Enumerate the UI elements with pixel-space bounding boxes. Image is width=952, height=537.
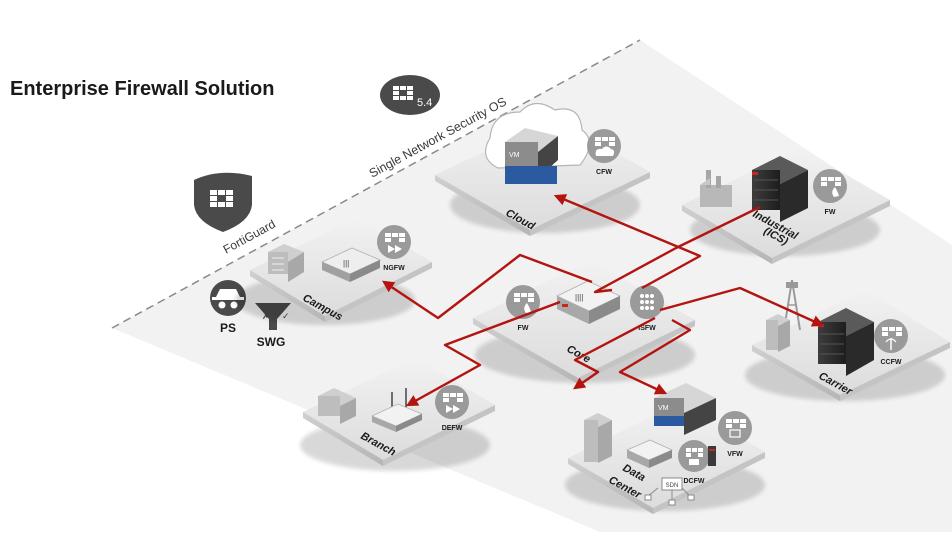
factory-icon (700, 170, 732, 207)
carrier-rack (818, 308, 874, 376)
core-isfw-badge-label: ISFW (638, 325, 656, 332)
ics-rack (752, 156, 808, 222)
datacenter-tower-icon (584, 413, 612, 463)
dcfw-appliance (626, 439, 673, 468)
swg-label: SWG (257, 335, 286, 349)
link-core-datacenter-2 (573, 316, 656, 390)
core-isfw-badge: ISFW (630, 285, 664, 332)
site-carrier: CCFW Carrier (745, 279, 950, 401)
datacenter-vm-appliance: VM (654, 383, 716, 435)
cloud-badge-label: CFW (596, 169, 612, 176)
vm-text: VM (509, 152, 520, 159)
os-version: 5.4 (417, 97, 432, 109)
cloud-badge: CFW (587, 129, 621, 176)
site-datacenter: VM DCFW VFW (565, 383, 765, 514)
site-core: |||| FW ISFW Core (473, 260, 695, 384)
vm-appliance: VM (505, 128, 558, 184)
carrier-building-icon (766, 314, 790, 352)
link-core-cloud (553, 194, 702, 290)
spy-icon (212, 289, 244, 309)
link-core-carrier (659, 286, 825, 327)
branch-router-icon (371, 388, 423, 432)
core-firewall-appliance: |||| (556, 280, 621, 324)
carrier-badge: CCFW (874, 319, 908, 366)
connection-links (382, 194, 825, 407)
server-rack-icon (708, 446, 716, 466)
link-core-industrial (593, 205, 761, 294)
core-fw-badge-label: FW (518, 325, 529, 332)
building-icon (268, 244, 304, 282)
site-cloud: VM CFW Cloud (435, 102, 650, 236)
page-title: Enterprise Firewall Solution (10, 78, 275, 100)
site-campus: ||| NGFW Campus (235, 218, 432, 325)
industrial-badge-label: FW (825, 209, 836, 216)
carrier-badge-label: CCFW (881, 359, 902, 366)
service-ps: PS (210, 280, 246, 335)
branch-badge: DEFW (435, 385, 469, 432)
link-core-campus (382, 253, 593, 320)
link-core-datacenter (618, 318, 692, 395)
core-fw-badge: FW (506, 285, 540, 332)
sdn-icon: SDN (644, 477, 695, 506)
fortinet-os-logo: 5.4 (380, 75, 440, 115)
sdn-label: SDN (666, 483, 679, 489)
datacenter-vfw-badge: VFW (718, 411, 752, 458)
link-core-branch (405, 300, 561, 407)
ngfw-appliance: ||| (321, 247, 381, 282)
svg-text:|||: ||| (343, 259, 349, 268)
dcfw-badge-label: DCFW (684, 478, 705, 485)
dc-vm-text: VM (658, 405, 669, 412)
ps-label: PS (220, 321, 236, 335)
industrial-badge: FW (813, 169, 847, 216)
branch-badge-label: DEFW (442, 425, 463, 432)
campus-badge: NGFW (377, 225, 411, 272)
svg-text:||||: |||| (575, 293, 583, 302)
campus-badge-label: NGFW (383, 265, 405, 272)
datacenter-dcfw-badge: DCFW (678, 440, 710, 485)
branch-building-icon (318, 388, 356, 424)
vfw-badge-label: VFW (727, 451, 743, 458)
